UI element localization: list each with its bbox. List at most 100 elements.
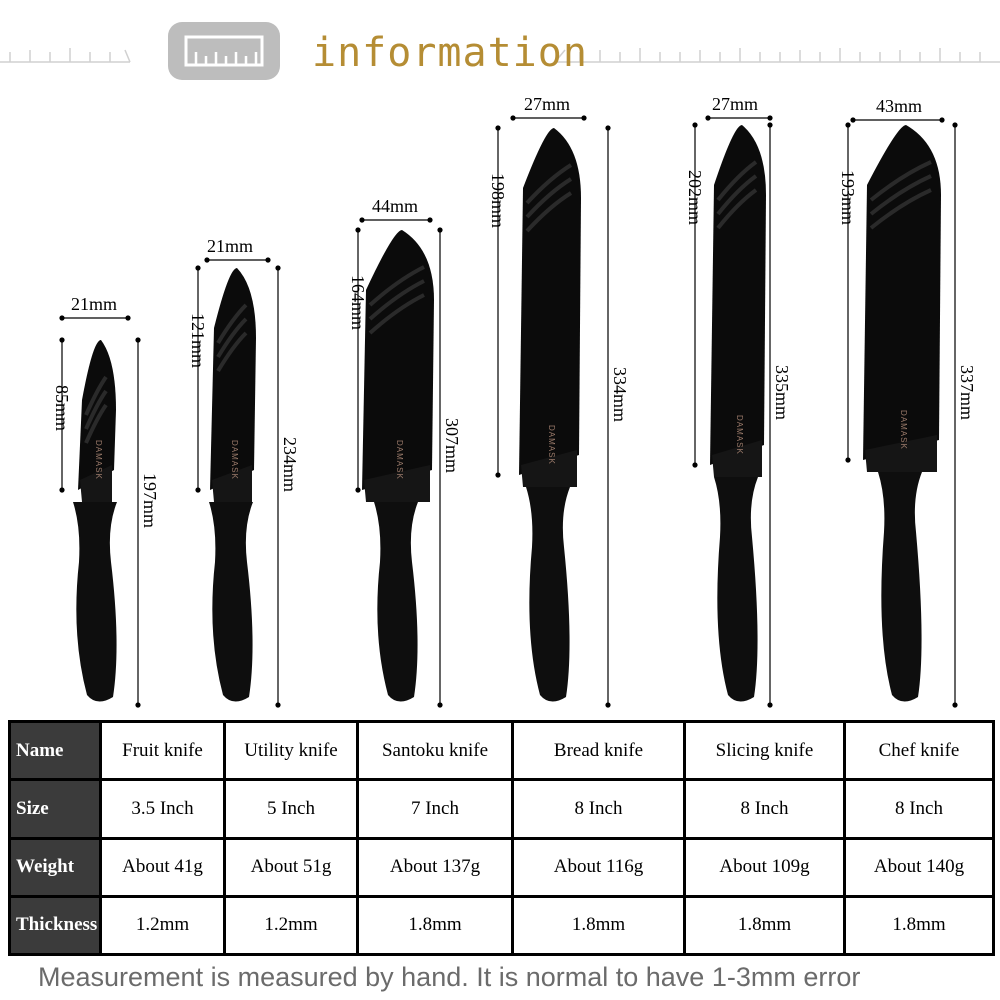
knife-sheath [519,128,581,475]
dimension-endpoint [437,702,443,708]
table-cell: 8 Inch [683,778,846,840]
sheath-length-label: 164mm [348,275,368,331]
dimension-endpoint [275,265,281,271]
table-cell: About 41g [99,836,226,898]
dimension-endpoint [767,702,773,708]
knife-blade [865,435,937,472]
sheath-length-label: 193mm [838,170,858,226]
table-cell: Santoku knife [356,719,514,782]
dimension-endpoint [510,115,516,121]
total-length-label: 307mm [442,417,462,473]
dimension-endpoint [355,487,361,493]
sheath-slot [716,160,758,202]
brand-text: DAMASK [230,440,239,480]
table-cell: 1.8mm [511,894,686,957]
knife-handle [878,472,922,702]
dimension-endpoint [692,122,698,128]
footnote: Measurement is measured by hand. It is n… [38,962,861,992]
row-header: Name [8,719,102,782]
sheath-length-label: 198mm [488,173,508,229]
knife-blade [80,465,112,502]
knife-handle [73,502,117,702]
dimension-endpoint [952,122,958,128]
table-cell: 8 Inch [511,778,686,840]
dimension-endpoint [59,487,65,493]
table-cell: 1.2mm [99,894,226,957]
dimension-endpoint [265,257,271,263]
sheath-slot [84,389,108,430]
knife-blade [212,465,252,502]
sheath-slot [869,160,932,202]
width-label: 27mm [712,94,759,114]
total-length-label: 335mm [772,365,792,421]
header-ruler-decoration [0,48,1000,63]
knife-handle [526,487,570,702]
brand-text: DAMASK [94,440,103,480]
dimension-endpoint [495,472,501,478]
sheath-slot [368,293,425,335]
dimension-endpoint [845,457,851,463]
dimension-endpoint [135,337,141,343]
table-cell: About 116g [511,836,686,898]
sheath-slot [216,331,248,373]
knife-blade [521,450,577,487]
table-cell: Slicing knife [683,719,846,782]
dimension-endpoint [135,702,141,708]
dimension-endpoint [605,125,611,131]
dimension-endpoint [359,217,365,223]
knife-illustrations [59,115,958,708]
width-label: 44mm [372,196,419,216]
table-cell: Bread knife [511,719,686,782]
row-header: Thickness [8,894,102,957]
ruler-icon [168,22,280,80]
knife-blade [712,440,762,477]
dimension-endpoint [437,227,443,233]
brand-text: DAMASK [735,415,744,455]
dimension-endpoint [125,315,131,321]
table-cell: 1.2mm [223,894,359,957]
sheath-slot [869,188,932,230]
table-cell: 8 Inch [843,778,995,840]
dimension-endpoint [495,125,501,131]
table-cell: 3.5 Inch [99,778,226,840]
dimension-endpoint [275,702,281,708]
sheath-length-label: 85mm [52,385,72,432]
total-length-label: 234mm [280,436,300,492]
table-cell: Chef knife [843,719,995,782]
brand-text: DAMASK [899,410,908,450]
dimension-endpoint [427,217,433,223]
sheath-slot [84,375,108,416]
width-label: 21mm [207,236,254,256]
knife-blade [364,465,430,502]
sheath-length-label: 202mm [685,170,705,226]
brand-text: DAMASK [547,425,556,465]
sheath-length-label: 121mm [188,313,208,369]
dimension-endpoint [845,122,851,128]
table-cell: Fruit knife [99,719,226,782]
sheath-slot [869,174,932,216]
table-cell: 7 Inch [356,778,514,840]
dimension-endpoint [705,115,711,121]
dimension-endpoint [59,315,65,321]
dimension-endpoint [605,702,611,708]
table-cell: 1.8mm [356,894,514,957]
knife-sheath [863,125,941,460]
dimension-endpoint [767,115,773,121]
dimension-endpoint [581,115,587,121]
total-length-label: 337mm [957,365,977,421]
dimension-endpoint [204,257,210,263]
brand-text: DAMASK [395,440,404,480]
sheath-slot [716,174,758,216]
knife-sheath [210,268,256,490]
table-cell: About 140g [843,836,995,898]
sheath-slot [368,279,425,321]
table-cell: About 137g [356,836,514,898]
table-cell: 1.8mm [843,894,995,957]
width-label: 27mm [524,94,571,114]
table-cell: 5 Inch [223,778,359,840]
width-label: 43mm [876,96,923,116]
dimension-endpoint [355,227,361,233]
